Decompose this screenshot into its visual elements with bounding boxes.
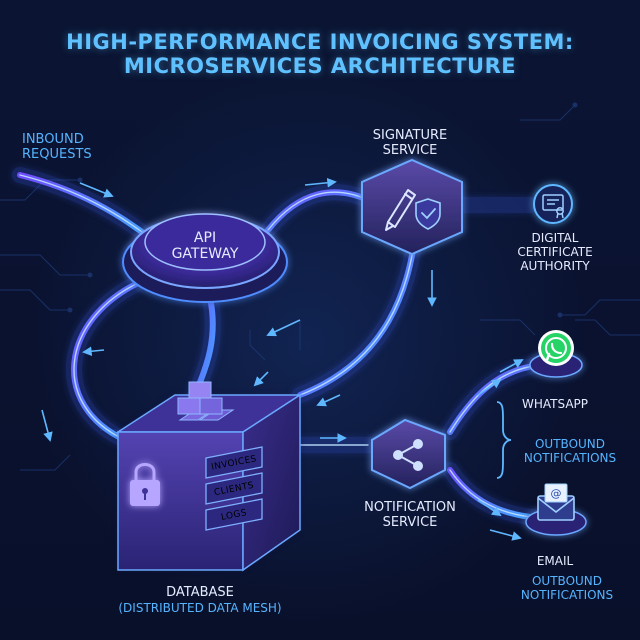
certificate-icon xyxy=(542,194,564,219)
notification-service-label: NOTIFICATION SERVICE xyxy=(364,500,456,531)
outbound-notifications-label: OUTBOUND NOTIFICATIONS xyxy=(523,437,617,465)
arrow-inbound xyxy=(79,182,114,198)
api-gateway-label: API GATEWAY xyxy=(171,230,239,263)
arrow-to-database xyxy=(316,394,341,407)
arrow-left-down xyxy=(41,409,53,442)
arrow-left-loop xyxy=(82,346,105,357)
database-tables: INVOICES CLIENTS LOGS xyxy=(205,446,263,531)
whatsapp-label: WHATSAPP xyxy=(521,397,589,411)
shield-check-icon xyxy=(415,198,441,230)
certificate-authority-node xyxy=(533,184,573,224)
email-icon: @ xyxy=(537,483,575,521)
table-chip-logs: LOGS xyxy=(205,498,263,531)
signature-service-node xyxy=(361,158,463,256)
email-node: @ xyxy=(525,483,587,536)
whatsapp-icon xyxy=(538,330,574,366)
database-node xyxy=(115,381,303,572)
share-icon xyxy=(393,439,423,471)
whatsapp-node xyxy=(529,330,583,378)
flow-arrows xyxy=(41,177,524,541)
table-label: LOGS xyxy=(220,508,248,523)
arrow-gateway-mid xyxy=(266,319,301,337)
inbound-requests-label: INBOUND REQUESTS xyxy=(22,132,92,163)
arrow-email-2 xyxy=(489,529,522,541)
arrow-to-database-2 xyxy=(253,371,269,387)
database-blocks xyxy=(177,381,235,421)
arrow-to-signature xyxy=(304,177,337,188)
svg-text:@: @ xyxy=(551,487,562,500)
arrow-to-email xyxy=(477,499,502,517)
database-label: DATABASE xyxy=(166,585,234,600)
api-gateway-node xyxy=(122,213,288,303)
signature-pen-icon xyxy=(385,189,416,231)
outbound-bracket xyxy=(496,401,512,479)
arrow-whatsapp-2 xyxy=(499,359,524,373)
arrow-to-whatsapp xyxy=(477,378,502,396)
signature-service-label: SIGNATURE SERVICE xyxy=(372,128,448,159)
email-outbound-notifications-label: OUTBOUND NOTIFICATIONS xyxy=(520,574,614,602)
table-chip-invoices: INVOICES xyxy=(205,446,263,479)
diagram-title: HIGH-PERFORMANCE INVOICING SYSTEM: MICRO… xyxy=(66,30,574,79)
email-label: EMAIL xyxy=(536,554,574,568)
certificate-authority-label: DIGITAL CERTIFICATE AUTHORITY xyxy=(517,231,593,273)
notification-service-node xyxy=(371,418,446,490)
database-subtitle: (DISTRIBUTED DATA MESH) xyxy=(118,601,282,615)
lock-icon xyxy=(130,463,160,506)
table-chip-clients: CLIENTS xyxy=(205,472,263,505)
